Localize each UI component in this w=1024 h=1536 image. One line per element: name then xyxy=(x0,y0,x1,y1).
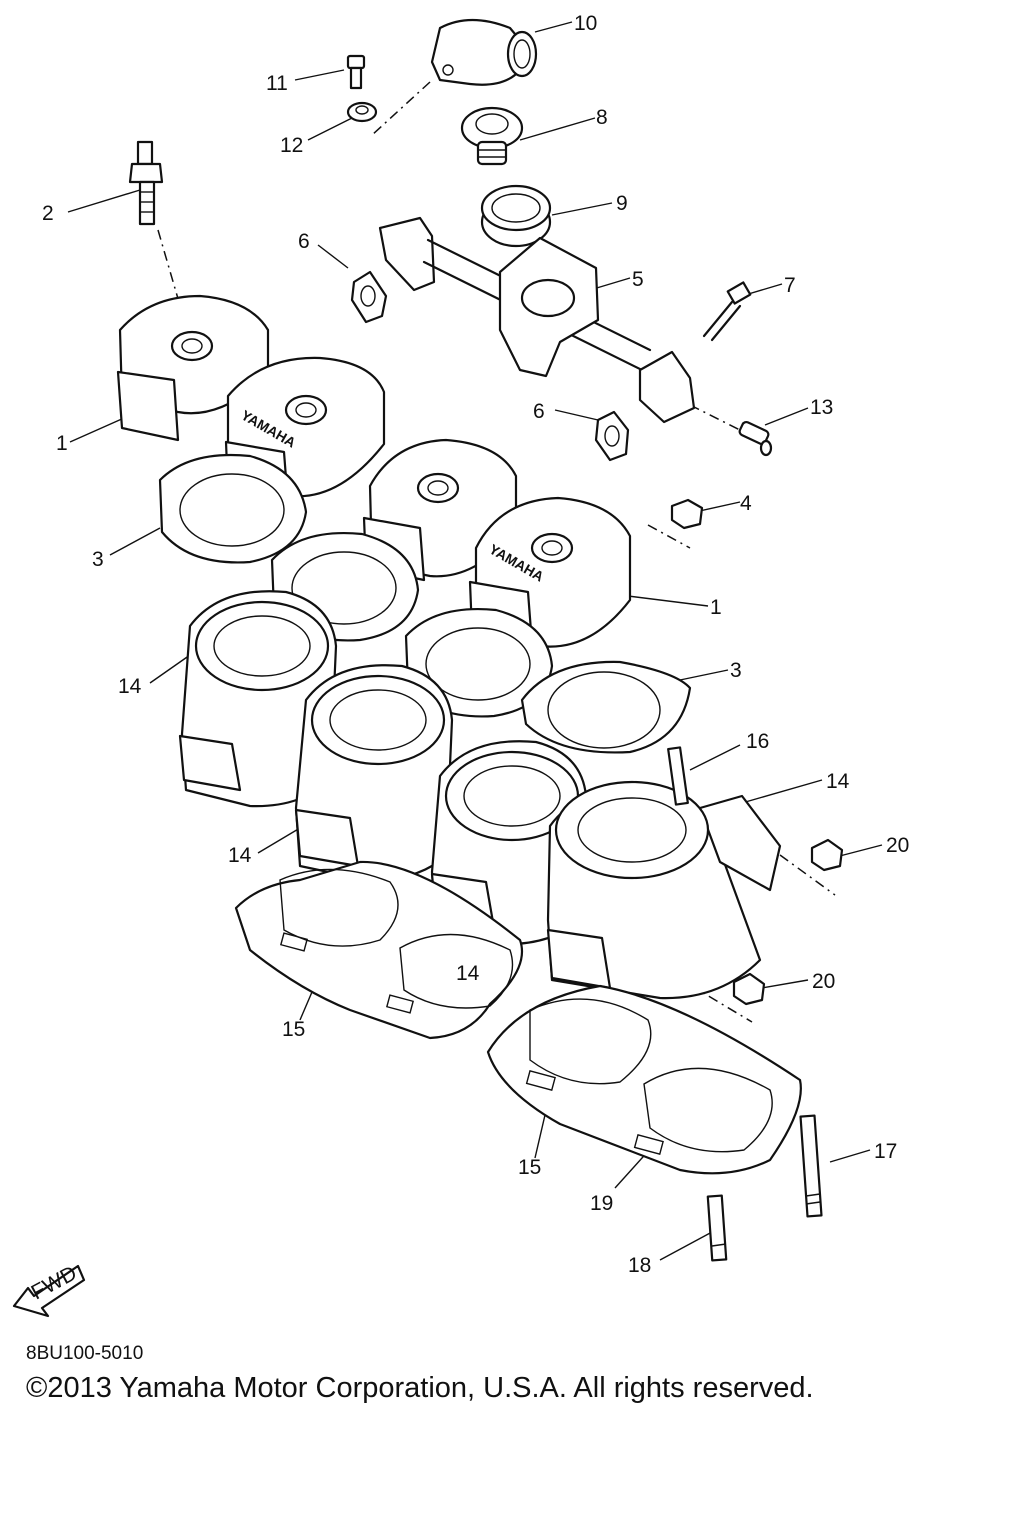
stud-bolt xyxy=(667,746,689,806)
head-gasket xyxy=(520,660,692,754)
cylinder-head: YAMAHA xyxy=(468,496,632,648)
cap-nut xyxy=(732,972,766,1006)
cover-bolt xyxy=(346,54,366,90)
copyright-notice: ©2013 Yamaha Motor Corporation, U.S.A. A… xyxy=(26,1372,814,1404)
base-gasket xyxy=(486,984,802,1175)
callout-19: 19 xyxy=(590,1192,613,1215)
stud-bolt xyxy=(706,1194,728,1262)
thermostat xyxy=(460,106,524,166)
manifold-gasket xyxy=(594,410,630,462)
callout-14: 14 xyxy=(456,962,480,985)
hose-fitting xyxy=(738,420,773,457)
callout-3: 3 xyxy=(92,548,104,571)
callout-4: 4 xyxy=(740,492,752,515)
callout-6: 6 xyxy=(298,230,310,253)
callout-5: 5 xyxy=(632,268,644,291)
head-gasket xyxy=(158,453,308,564)
cap-nut xyxy=(670,498,704,530)
water-manifold xyxy=(378,216,696,424)
callout-15: 15 xyxy=(518,1156,541,1179)
callout-9: 9 xyxy=(616,192,628,215)
callout-2: 2 xyxy=(42,202,54,225)
callout-7: 7 xyxy=(784,274,796,297)
callout-16: 16 xyxy=(746,730,769,753)
callout-1: 1 xyxy=(56,432,68,455)
cap-nut xyxy=(810,838,844,872)
callout-12: 12 xyxy=(280,134,303,157)
manifold-bolt xyxy=(702,281,752,342)
callout-18: 18 xyxy=(628,1254,651,1277)
washer xyxy=(346,101,378,123)
spark-plug xyxy=(128,140,164,226)
callout-8: 8 xyxy=(596,106,608,129)
fwd-arrow-icon: FWD xyxy=(12,1262,86,1318)
callout-20: 20 xyxy=(812,970,835,993)
callout-14: 14 xyxy=(826,770,850,793)
callout-6: 6 xyxy=(533,400,545,423)
callout-11: 11 xyxy=(266,72,288,95)
callout-14: 14 xyxy=(228,844,252,867)
callout-10: 10 xyxy=(574,12,597,35)
cylinder xyxy=(178,590,338,808)
callout-numbers: 2 1 3 1 3 4 5 6 6 7 8 9 10 11 12 13 14 1… xyxy=(42,12,909,1277)
stud-bolt xyxy=(799,1114,823,1218)
callout-13: 13 xyxy=(810,396,833,419)
base-gasket xyxy=(234,860,524,1040)
callout-1: 1 xyxy=(710,596,722,619)
diagram-code: 8BU100-5010 xyxy=(26,1343,144,1364)
head-gasket xyxy=(404,607,554,718)
callout-14: 14 xyxy=(118,675,142,698)
cylinder xyxy=(294,664,454,882)
manifold-gasket xyxy=(350,270,388,324)
callout-17: 17 xyxy=(874,1140,897,1163)
cylinder-head xyxy=(116,294,270,442)
callout-3: 3 xyxy=(730,659,742,682)
cylinder xyxy=(546,780,782,1000)
callout-20: 20 xyxy=(886,834,909,857)
callout-15: 15 xyxy=(282,1018,305,1041)
thermostat-seal xyxy=(480,184,552,248)
thermostat-cover xyxy=(430,18,538,86)
